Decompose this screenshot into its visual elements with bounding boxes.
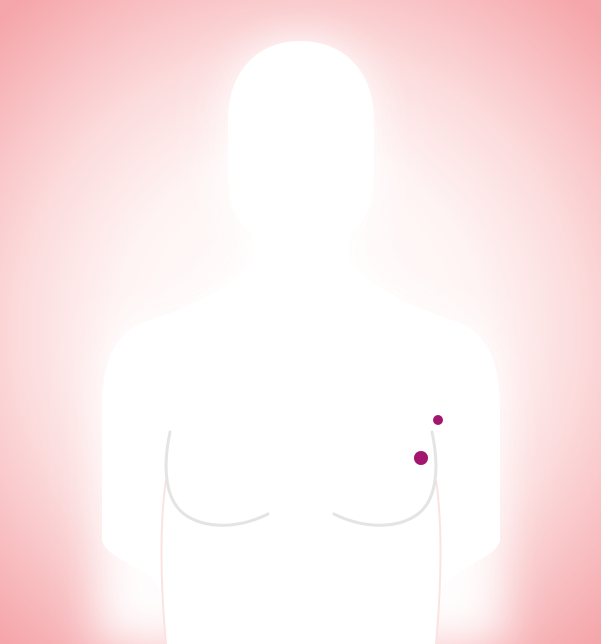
upper-marker bbox=[433, 415, 443, 425]
lower-marker bbox=[414, 451, 428, 465]
